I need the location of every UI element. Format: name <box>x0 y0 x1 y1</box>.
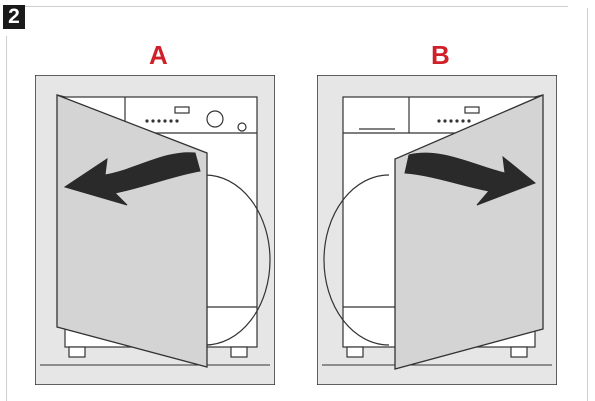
frame-right-rule <box>587 8 588 401</box>
panel-b-feet <box>346 346 528 358</box>
frame-left-rule <box>6 36 7 401</box>
top-rule <box>22 6 568 7</box>
step-number-badge: 2 <box>3 5 25 29</box>
panel-b-door-edge <box>534 94 544 98</box>
panel-a-control-dots <box>145 119 179 123</box>
panel-a-feet <box>68 346 248 358</box>
panel-b-swing-arrow-icon <box>404 152 536 206</box>
panel-b-label: B <box>431 40 450 70</box>
panel-a-illustration <box>35 75 275 385</box>
panel-a-swing-arrow-icon <box>63 152 201 206</box>
panel-b-illustration <box>317 75 557 385</box>
panel-a-door-edge <box>56 94 66 98</box>
panel-a-label: A <box>149 40 168 70</box>
panel-b-control-dots <box>437 119 471 123</box>
